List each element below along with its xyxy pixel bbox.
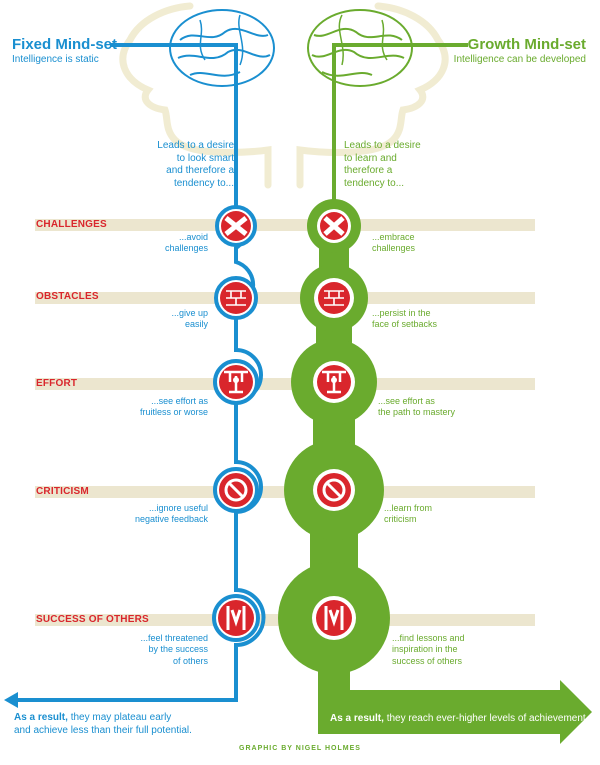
growth-response-effort: ...see effort as the path to mastery: [378, 396, 456, 418]
fixed-head-outline: [119, 2, 272, 189]
fixed-arrowhead: [4, 692, 18, 708]
growth-intro-text: Leads to a desire to learn and therefore…: [344, 140, 421, 189]
fixed-brain-icon: [169, 9, 275, 87]
category-label-success-of-others: SUCCESS OF OTHERS: [36, 614, 149, 625]
fixed-response-success-of-others: ...feel threatened by the success of oth…: [140, 633, 208, 666]
growth-response-success-of-others: ...find lessons and inspiration in the s…: [392, 633, 465, 666]
fixed-response-criticism: ...ignore useful negative feedback: [134, 503, 208, 525]
growth-brain-icon: [307, 9, 413, 87]
fixed-mindset-subtitle: Intelligence is static: [12, 54, 99, 65]
growth-conclusion-lead: As a result,: [330, 713, 384, 724]
fixed-response-challenges: ...avoid challenges: [164, 232, 208, 254]
fixed-response-obstacles: ...give up easily: [171, 308, 208, 330]
category-label-criticism: CRITICISM: [36, 486, 89, 497]
category-bands: [35, 219, 535, 626]
fixed-intro-text: Leads to a desire to look smart and ther…: [157, 140, 234, 189]
category-label-obstacles: OBSTACLES: [36, 291, 99, 302]
growth-conclusion-text: they reach ever-higher levels of achieve…: [383, 713, 589, 724]
fixed-response-effort: ...see effort as fruitless or worse: [139, 396, 208, 418]
growth-conclusion: As a result, they reach ever-higher leve…: [330, 713, 588, 726]
growth-response-criticism: ...learn from criticism: [384, 503, 433, 525]
fixed-conclusion-lead: As a result,: [14, 712, 68, 723]
growth-icons: [312, 209, 356, 640]
growth-mindset-title: Growth Mind-set: [467, 36, 586, 53]
growth-response-challenges: ...embrace challenges: [372, 232, 416, 254]
fixed-conclusion: As a result, they may plateau early and …: [14, 712, 192, 737]
fixed-icons: [212, 205, 260, 642]
growth-mindset-subtitle: Intelligence can be developed: [453, 54, 586, 65]
growth-path-line: [332, 43, 468, 200]
fixed-mindset-title: Fixed Mind-set: [12, 36, 118, 53]
graphic-credit: GRAPHIC BY NIGEL HOLMES: [239, 745, 361, 752]
category-label-challenges: CHALLENGES: [36, 219, 107, 230]
growth-head-outline: [296, 2, 449, 189]
growth-response-obstacles: ...persist in the face of setbacks: [372, 308, 438, 330]
category-label-effort: EFFORT: [36, 378, 78, 389]
fixed-conclusion-text: they may plateau early and achieve less …: [14, 712, 192, 736]
